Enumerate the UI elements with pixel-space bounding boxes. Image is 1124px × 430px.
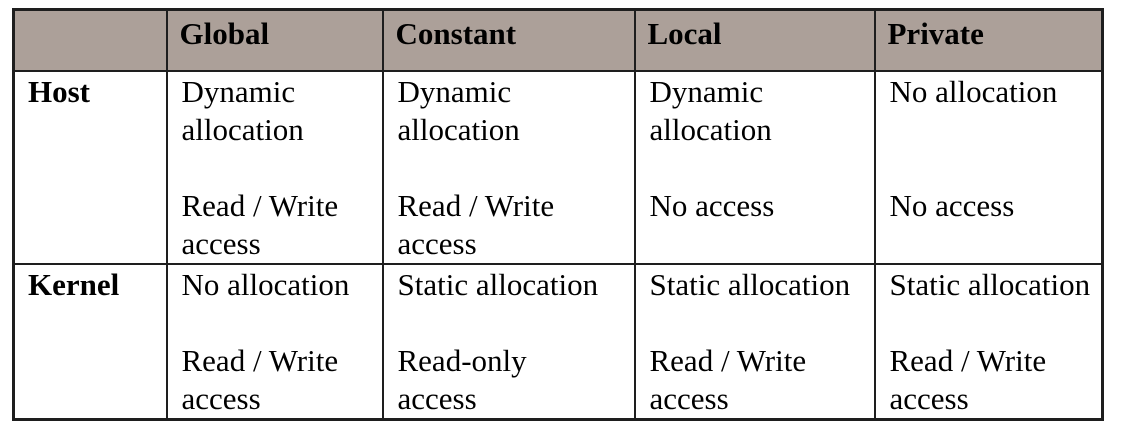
access-text: Read / Write access: [181, 187, 339, 261]
cell-host-constant: Dynamic allocation Read / Write access: [381, 69, 636, 265]
allocation-text: Dynamic allocation: [649, 73, 772, 147]
access-text: No access: [889, 187, 1015, 223]
allocation-text: No allocation: [889, 73, 1058, 109]
column-header-local: Local: [633, 8, 876, 72]
cell-kernel-local: Static allocation Read / Write access: [633, 262, 876, 420]
access-text: Read / Write access: [649, 342, 807, 416]
access-text: Read / Write access: [397, 187, 555, 261]
allocation-text: No allocation: [181, 266, 350, 302]
allocation-text: Dynamic allocation: [181, 73, 304, 147]
table-row-host: Host Dynamic allocation Read / Write acc…: [12, 69, 1104, 265]
access-text: No access: [649, 187, 775, 223]
cell-kernel-private: Static allocation Read / Write access: [873, 262, 1104, 420]
header-row: Global Constant Local Private: [12, 8, 1104, 72]
column-header-private: Private: [873, 8, 1104, 72]
corner-cell: [12, 8, 168, 72]
allocation-text: Static allocation: [397, 266, 599, 302]
row-header-kernel: Kernel: [12, 262, 168, 420]
table-row-kernel: Kernel No allocation Read / Write access…: [12, 262, 1104, 420]
cell-host-private: No allocation No access: [873, 69, 1104, 265]
cell-host-global: Dynamic allocation Read / Write access: [165, 69, 384, 265]
access-text: Read / Write access: [181, 342, 339, 416]
allocation-text: Static allocation: [889, 266, 1091, 302]
access-text: Read / Write access: [889, 342, 1047, 416]
column-header-global: Global: [165, 8, 384, 72]
cell-kernel-constant: Static allocation Read-only access: [381, 262, 636, 420]
row-header-host: Host: [12, 69, 168, 265]
allocation-text: Dynamic allocation: [397, 73, 520, 147]
cell-host-local: Dynamic allocation No access: [633, 69, 876, 265]
cell-kernel-global: No allocation Read / Write access: [165, 262, 384, 420]
column-header-constant: Constant: [381, 8, 636, 72]
allocation-text: Static allocation: [649, 266, 851, 302]
access-text: Read-only access: [397, 342, 527, 416]
document-page: Global Constant Local Private Host Dynam…: [12, 8, 1104, 421]
memory-access-table: Global Constant Local Private Host Dynam…: [12, 8, 1104, 421]
